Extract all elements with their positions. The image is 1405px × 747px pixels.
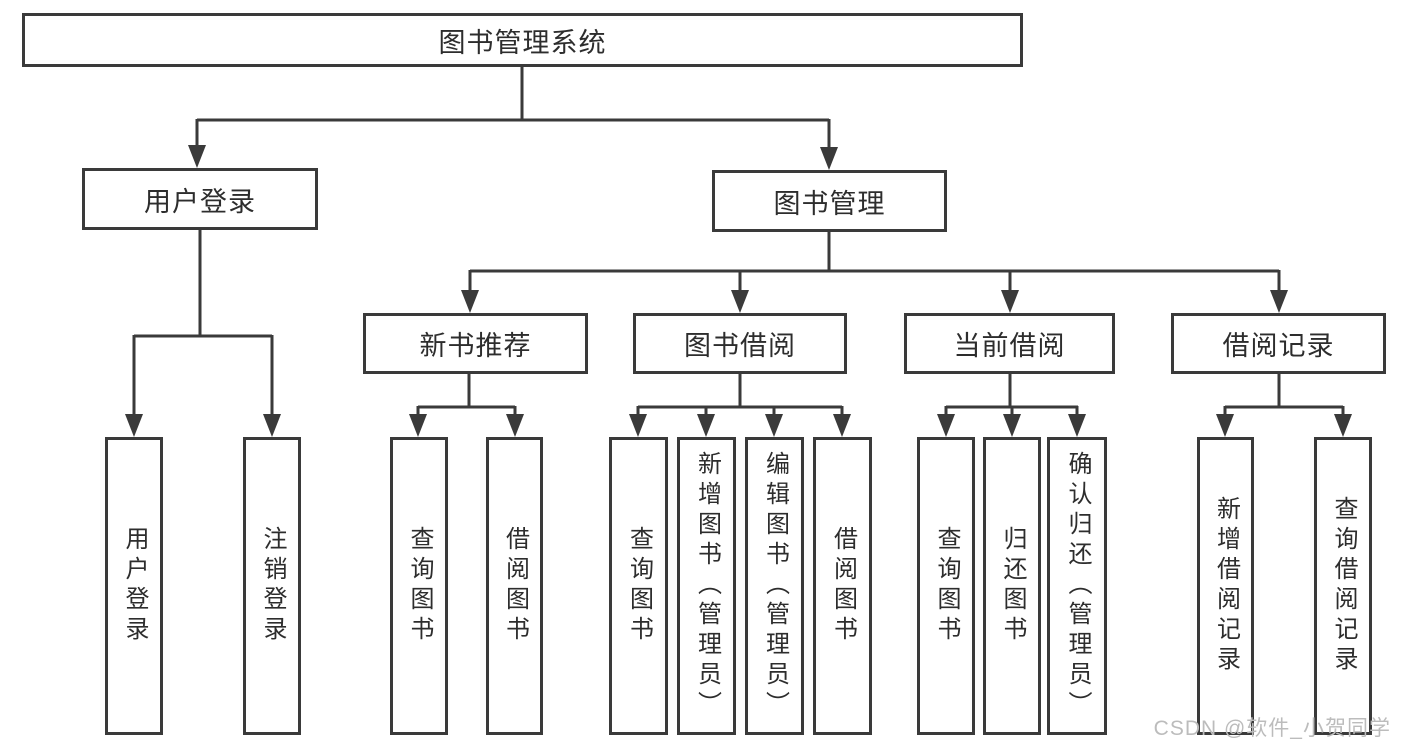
arrowhead: [1216, 414, 1234, 437]
arrowhead: [125, 414, 143, 437]
node-logout-leaf: 注销登录: [243, 437, 301, 735]
node-add-borrow-record: 新增借阅记录: [1197, 437, 1254, 735]
arrowhead: [263, 414, 281, 437]
arrowhead: [409, 414, 427, 437]
arrowhead: [1003, 414, 1021, 437]
node-edit-book-admin: 编辑图书（管理员）: [745, 437, 804, 735]
node-query-books-recommend: 查询图书: [390, 437, 448, 735]
arrowhead: [1001, 290, 1019, 313]
node-book-management: 图书管理: [712, 170, 947, 232]
node-current-borrowing: 当前借阅: [904, 313, 1115, 374]
arrowhead: [937, 414, 955, 437]
arrowhead: [833, 414, 851, 437]
node-return-book: 归还图书: [983, 437, 1041, 735]
node-borrow-books-leaf: 借阅图书: [813, 437, 872, 735]
node-borrowing-records: 借阅记录: [1171, 313, 1386, 374]
node-query-books-current: 查询图书: [917, 437, 975, 735]
node-user-login: 用户登录: [82, 168, 318, 230]
arrowhead: [1334, 414, 1352, 437]
node-new-book-recommendation: 新书推荐: [363, 313, 588, 374]
node-query-borrow-record: 查询借阅记录: [1314, 437, 1372, 735]
arrowhead: [1068, 414, 1086, 437]
node-query-books-borrowing: 查询图书: [609, 437, 668, 735]
arrowhead: [820, 147, 838, 170]
node-add-book-admin: 新增图书（管理员）: [677, 437, 736, 735]
arrowhead: [765, 414, 783, 437]
arrowhead: [506, 414, 524, 437]
arrowhead: [188, 145, 206, 168]
arrowhead: [731, 290, 749, 313]
node-book-borrowing: 图书借阅: [633, 313, 847, 374]
node-user-login-leaf: 用户登录: [105, 437, 163, 735]
arrowhead: [629, 414, 647, 437]
arrowhead: [697, 414, 715, 437]
node-library-management-system: 图书管理系统: [22, 13, 1023, 67]
arrowhead: [461, 290, 479, 313]
node-confirm-return-admin: 确认归还（管理员）: [1047, 437, 1107, 735]
arrowhead: [1270, 290, 1288, 313]
node-borrow-books-recommend: 借阅图书: [486, 437, 543, 735]
